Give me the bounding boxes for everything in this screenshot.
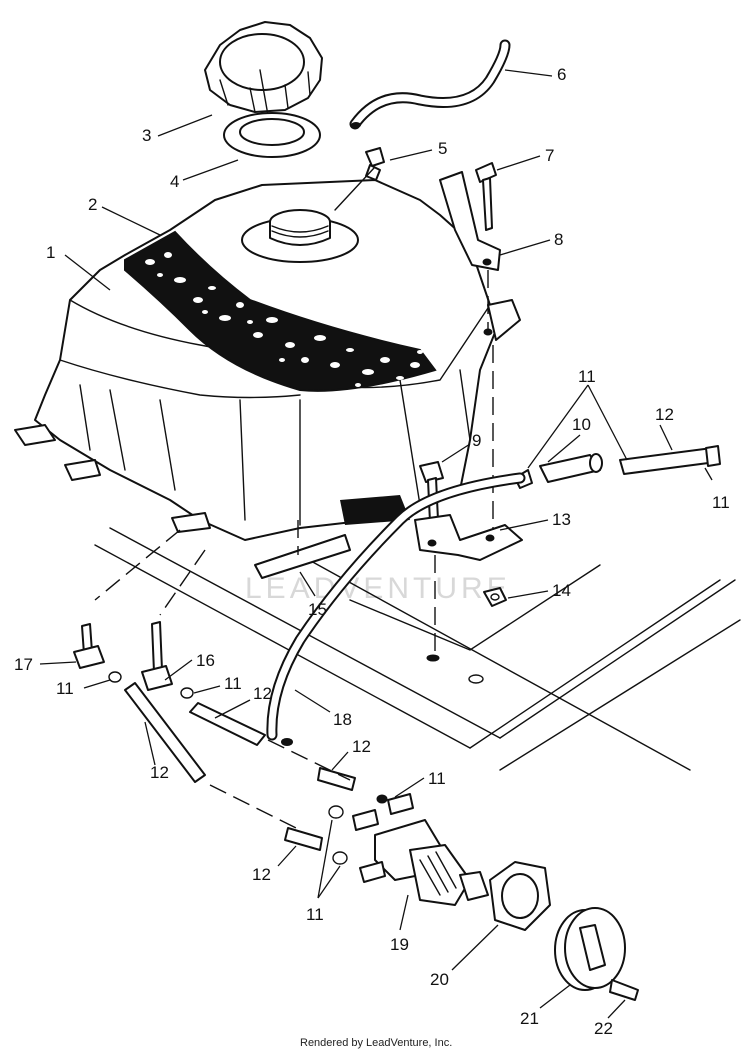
callout-11-elbow-17: 11	[56, 679, 74, 698]
callout-19: 19	[390, 935, 409, 954]
callout-11-hose-end: 11	[712, 493, 730, 512]
hoses	[124, 682, 356, 851]
callout-9: 9	[472, 431, 481, 450]
callout-8: 8	[554, 230, 563, 249]
tank-pad	[124, 230, 437, 392]
mounting-pad	[340, 495, 410, 525]
vent-fitting	[334, 147, 385, 211]
footer-credit: Rendered by LeadVenture, Inc.	[300, 1037, 452, 1049]
callout-1: 1	[46, 243, 55, 262]
watermark: LEADVENTURE	[245, 572, 511, 605]
callouts: 1 2 3 4 5 6 7 8 9 10 11 11 11 11 11 11 1…	[14, 65, 730, 1038]
lower-bracket	[414, 345, 523, 655]
callout-12-lower: 12	[252, 865, 271, 884]
callout-3: 3	[142, 126, 151, 145]
callout-15: 15	[308, 600, 327, 619]
mount-bracket	[439, 162, 501, 336]
callout-14: 14	[552, 581, 571, 600]
callout-5: 5	[438, 139, 447, 158]
callout-20: 20	[430, 970, 449, 989]
callout-10: 10	[572, 415, 591, 434]
callout-13: 13	[552, 510, 571, 529]
callout-16: 16	[196, 651, 215, 670]
callout-11-filter: 11	[578, 367, 596, 386]
callout-4: 4	[170, 172, 179, 191]
callout-12-upper: 12	[253, 684, 272, 703]
callout-11-valve-bottom: 11	[306, 905, 324, 924]
fuel-filter	[514, 445, 721, 489]
callout-18: 18	[333, 710, 352, 729]
callout-12-left: 12	[150, 763, 169, 782]
leader-lines	[39, 69, 713, 1019]
callout-11-elbow-16: 11	[224, 674, 242, 693]
frame-rails	[94, 527, 741, 771]
callout-21: 21	[520, 1009, 539, 1028]
cap-gasket	[223, 112, 321, 158]
fuel-cap	[204, 21, 323, 139]
callout-17: 17	[14, 655, 33, 674]
callout-22: 22	[594, 1019, 613, 1038]
callout-12-right: 12	[352, 737, 371, 756]
callout-11-valve-top: 11	[428, 769, 446, 788]
callout-6: 6	[557, 65, 566, 84]
callout-12-filter-hose: 12	[655, 405, 674, 424]
fuel-valve	[328, 793, 489, 906]
elbow-fittings	[73, 621, 194, 699]
valve-knob	[554, 907, 639, 1001]
pad	[254, 534, 351, 579]
callout-2: 2	[88, 195, 97, 214]
callout-7: 7	[545, 146, 554, 165]
valve-nut	[489, 861, 551, 931]
